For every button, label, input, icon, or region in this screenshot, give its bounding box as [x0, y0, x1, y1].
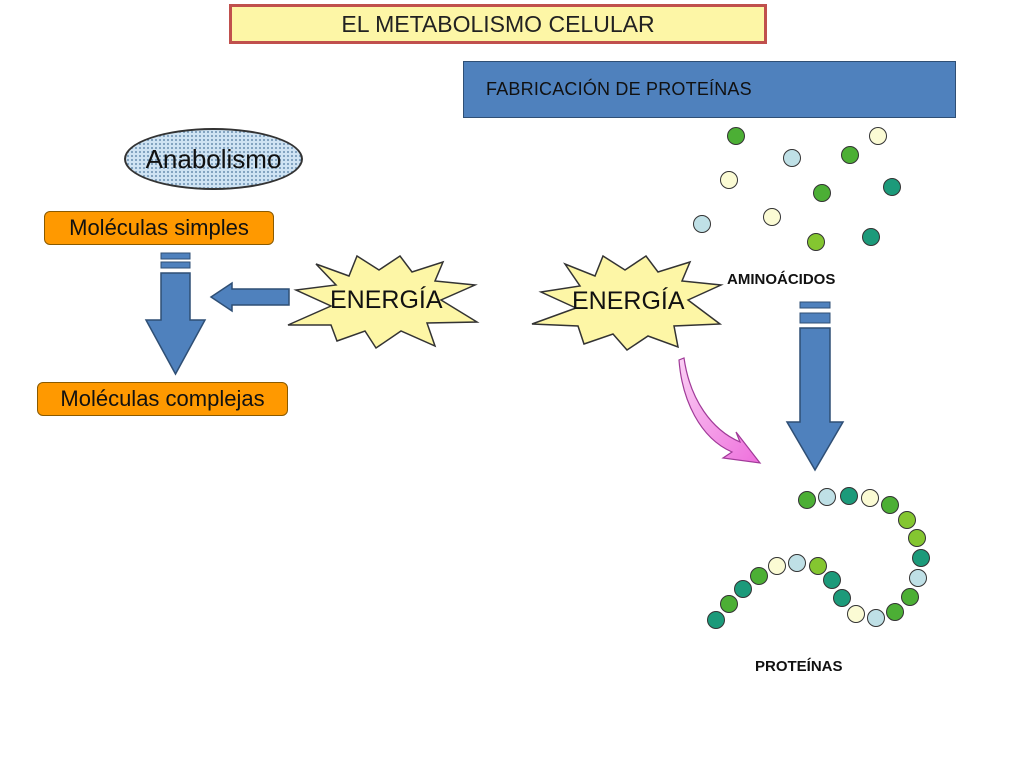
proteins-label: PROTEÍNAS: [755, 658, 843, 675]
fabrication-heading: FABRICACIÓN DE PROTEÍNAS: [463, 61, 956, 118]
left-arrow-energy: [209, 281, 290, 313]
energy-label-left: ENERGÍA: [330, 286, 443, 314]
energy-label-right: ENERGÍA: [572, 287, 685, 315]
energy-star-left: [287, 254, 480, 350]
pink-curved-arrow: [678, 357, 762, 464]
simple-molecules-box: Moléculas simples: [44, 211, 274, 245]
down-arrow-right: [785, 301, 845, 472]
amino-acids-label: AMINOÁCIDOS: [727, 271, 836, 288]
protein-chain: [707, 487, 930, 629]
anabolism-label: Anabolismo: [145, 143, 282, 174]
down-arrow-left: [144, 252, 207, 376]
amino-acid-beads: [693, 127, 901, 251]
energy-star-right: [531, 254, 724, 351]
page-title: EL METABOLISMO CELULAR: [229, 4, 767, 44]
complex-molecules-box: Moléculas complejas: [37, 382, 288, 416]
anabolism-ellipse: [124, 128, 303, 190]
